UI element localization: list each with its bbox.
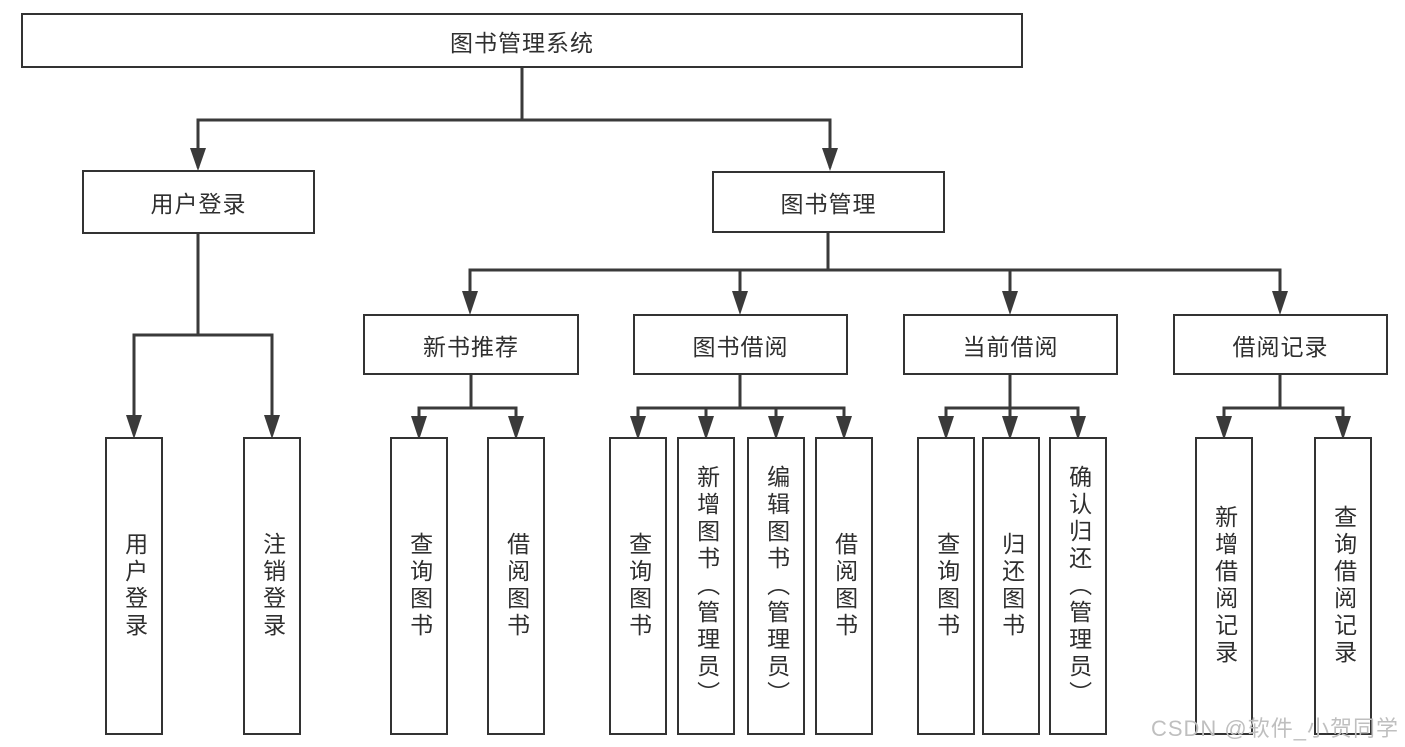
- leaf-label: 新增图书（管理员）: [693, 464, 720, 708]
- leaf-query-books: 查询图书: [609, 437, 667, 735]
- leaf-borrow-books: 借阅图书: [815, 437, 873, 735]
- leaf-add-books-admin: 新增图书（管理员）: [677, 437, 735, 735]
- leaf-return-books: 归还图书: [982, 437, 1040, 735]
- node-new-book-recommendation: 新书推荐: [363, 314, 579, 375]
- leaf-label: 查询图书: [406, 532, 433, 640]
- leaf-label: 归还图书: [998, 532, 1025, 640]
- node-label: 借阅记录: [1232, 333, 1329, 360]
- node-label: 用户登录: [150, 191, 247, 217]
- leaf-query-books: 查询图书: [917, 437, 975, 735]
- leaf-label: 查询借阅记录: [1330, 505, 1357, 667]
- leaf-label: 查询图书: [933, 532, 960, 640]
- node-label: 图书借阅: [692, 333, 789, 360]
- leaf-label: 借阅图书: [831, 532, 858, 640]
- leaf-borrow-books: 借阅图书: [487, 437, 545, 735]
- csdn-watermark: CSDN @软件_小贺同学: [1150, 716, 1399, 741]
- leaf-add-borrow-record: 新增借阅记录: [1195, 437, 1253, 735]
- node-label: 新书推荐: [423, 333, 519, 360]
- leaf-query-borrow-record: 查询借阅记录: [1314, 437, 1372, 735]
- node-root-system: 图书管理系统: [21, 13, 1023, 68]
- node-book-borrowing: 图书借阅: [633, 314, 848, 375]
- node-current-borrowing: 当前借阅: [903, 314, 1118, 375]
- connector-paths: [132, 66, 1345, 435]
- node-root-label: 图书管理系统: [450, 29, 594, 56]
- leaf-query-books: 查询图书: [390, 437, 448, 735]
- leaf-label: 编辑图书（管理员）: [763, 464, 790, 708]
- node-label: 图书管理: [780, 191, 877, 217]
- node-book-management-branch: 图书管理: [712, 171, 945, 233]
- leaf-label: 用户登录: [121, 532, 148, 640]
- leaf-label: 新增借阅记录: [1211, 505, 1238, 667]
- leaf-edit-books-admin: 编辑图书（管理员）: [747, 437, 805, 735]
- leaf-label: 确认归还（管理员）: [1065, 464, 1092, 708]
- leaf-label: 注销登录: [259, 532, 286, 640]
- leaf-logout: 注销登录: [243, 437, 301, 735]
- leaf-confirm-return-admin: 确认归还（管理员）: [1049, 437, 1107, 735]
- node-label: 当前借阅: [962, 333, 1059, 360]
- node-user-login-branch: 用户登录: [82, 170, 315, 234]
- node-borrowing-records: 借阅记录: [1173, 314, 1388, 375]
- leaf-label: 借阅图书: [503, 532, 530, 640]
- leaf-label: 查询图书: [625, 532, 652, 640]
- leaf-user-login: 用户登录: [105, 437, 163, 735]
